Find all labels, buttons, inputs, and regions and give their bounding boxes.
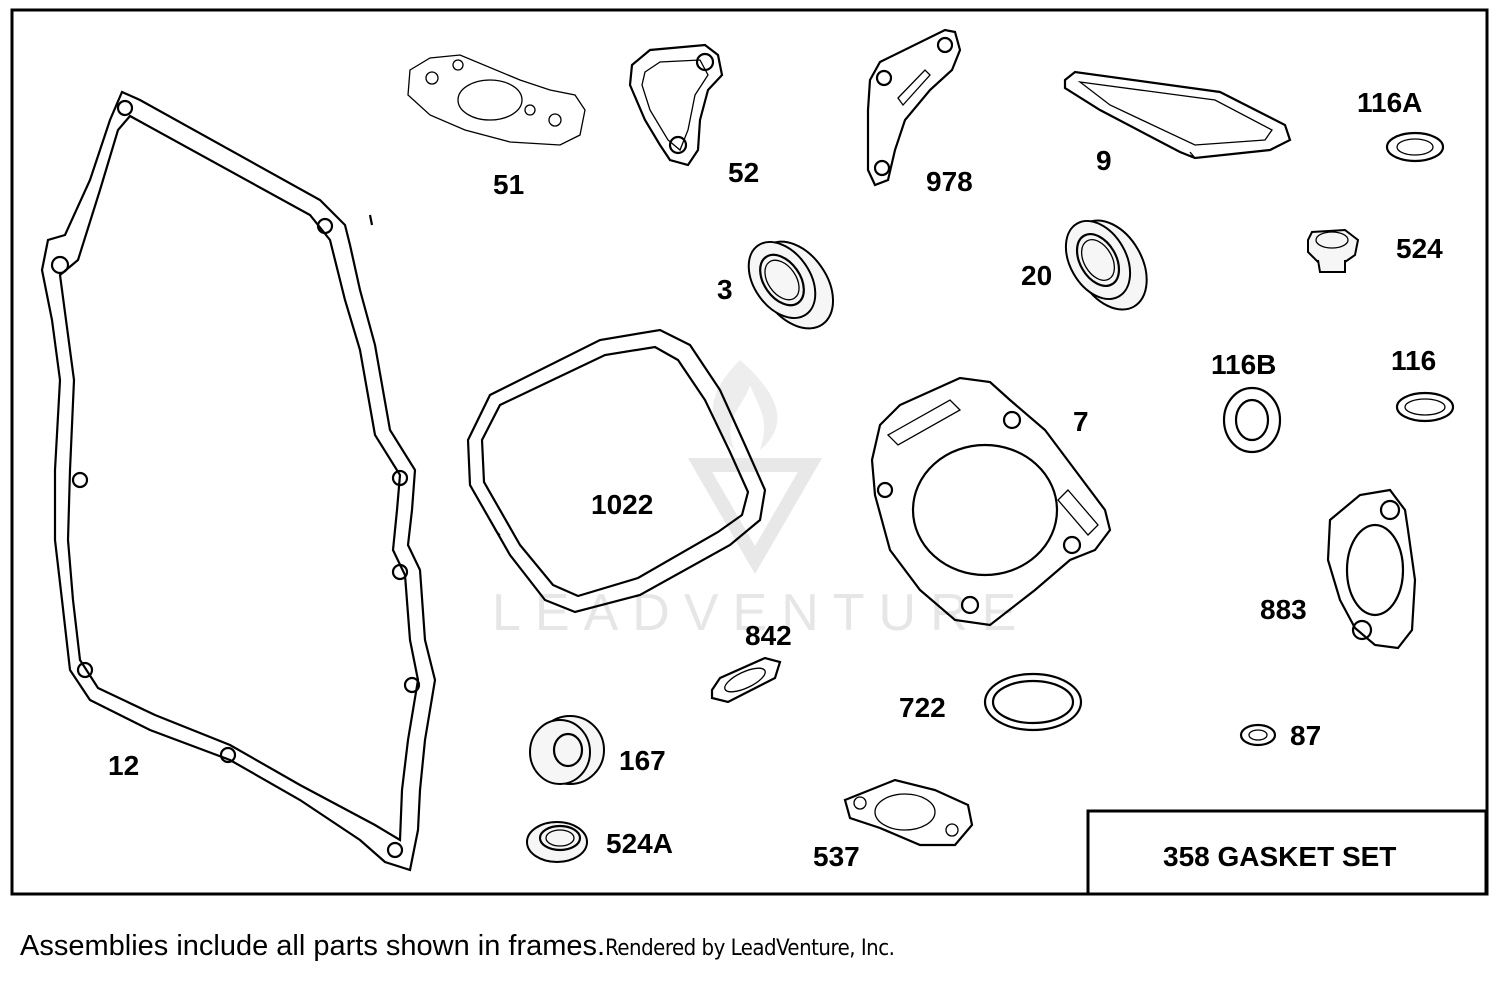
label-12[interactable]: 12 [108,750,139,781]
label-20[interactable]: 20 [1021,260,1052,291]
kit-frame-358: 358 GASKET SET [1086,809,1488,896]
part-883-gasket[interactable] [1326,488,1417,650]
part-842-gasket[interactable] [710,656,782,704]
label-3[interactable]: 3 [717,274,733,305]
label-842[interactable]: 842 [745,620,792,651]
label-167[interactable]: 167 [619,745,666,776]
part-116A-washer[interactable] [1385,131,1445,163]
label-1022[interactable]: 1022 [591,489,653,520]
label-116[interactable]: 116 [1391,345,1436,376]
label-524A[interactable]: 524A [606,828,673,859]
label-883[interactable]: 883 [1260,594,1307,625]
diagram-border [10,8,1489,896]
label-722[interactable]: 722 [899,692,946,723]
part-537-gasket[interactable] [843,778,974,847]
part-20-oil-seal[interactable] [1053,207,1162,322]
part-524-plug[interactable] [1307,228,1360,273]
part-51-gasket[interactable] [407,54,586,146]
label-7[interactable]: 7 [1073,406,1089,437]
part-116B-seal[interactable] [1222,386,1282,454]
label-87[interactable]: 87 [1290,720,1321,751]
label-51[interactable]: 51 [493,169,524,200]
footer-note: Assemblies include all parts shown in fr… [20,930,606,962]
footer-credit: Rendered by LeadVenture, Inc. [605,936,895,961]
label-978[interactable]: 978 [926,166,973,197]
label-116A[interactable]: 116A [1357,87,1422,118]
label-9[interactable]: 9 [1096,145,1112,176]
part-1022-valve-cover-gasket[interactable] [466,328,767,614]
part-52-gasket[interactable] [628,43,724,167]
part-722-o-ring[interactable] [983,672,1083,732]
label-116B[interactable]: 116B [1211,349,1276,380]
part-978-plate[interactable] [866,28,962,187]
part-3-oil-seal[interactable] [735,227,849,342]
part-7-head-gasket[interactable] [870,376,1112,627]
watermark-text: LEADVENTURE [492,584,1030,642]
leadventure-watermark: LEADVENTURE [492,360,1030,642]
part-87-washer[interactable] [1239,723,1277,747]
part-labels: 12 51 52 978 9 116A 524 3 20 116B 116 10… [108,87,1443,872]
part-167-seal[interactable] [529,715,605,785]
label-52[interactable]: 52 [728,157,759,188]
part-12-crankcase-gasket[interactable] [40,90,437,872]
part-524A-seal[interactable] [526,821,588,863]
kit-frame-label: 358 GASKET SET [1163,841,1396,872]
footer: Assemblies include all parts shown in fr… [20,930,895,963]
label-537[interactable]: 537 [813,841,860,872]
label-524[interactable]: 524 [1396,233,1443,264]
part-116-washer[interactable] [1395,391,1455,423]
part-9-gasket[interactable] [1063,70,1292,160]
